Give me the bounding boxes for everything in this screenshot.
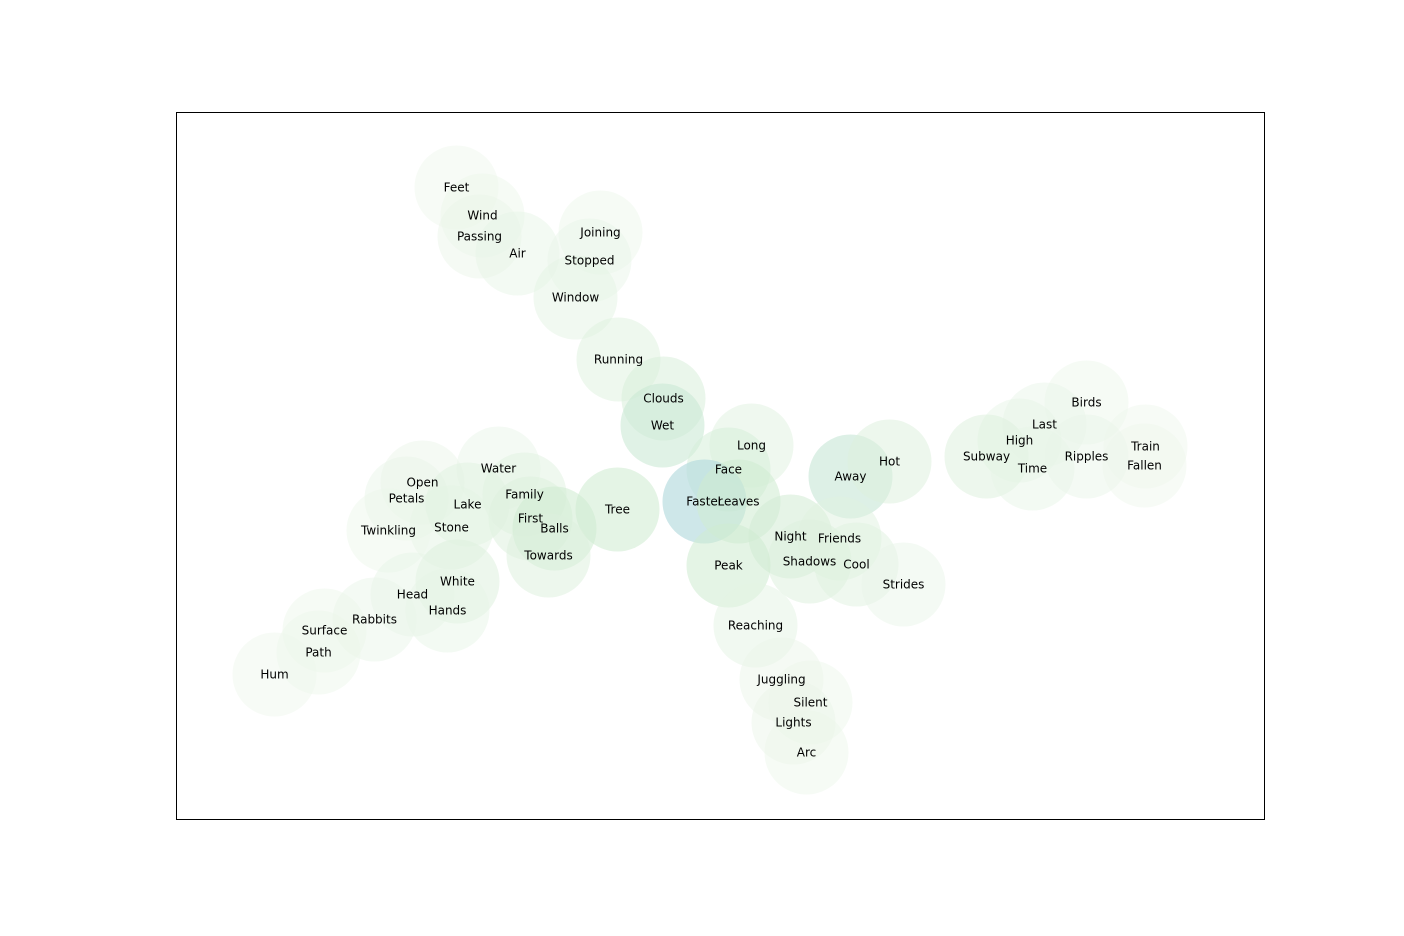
point-label-wind: Wind — [467, 209, 497, 223]
point-label-petals: Petals — [389, 492, 425, 506]
point-label-wet: Wet — [651, 419, 675, 433]
point-label-silent: Silent — [794, 696, 828, 710]
point-label-towards: Towards — [523, 549, 572, 563]
point-label-window: Window — [552, 291, 600, 305]
point-label-joining: Joining — [579, 226, 620, 240]
point-label-path: Path — [305, 646, 331, 660]
point-label-high: High — [1006, 434, 1034, 448]
point-label-away: Away — [835, 470, 867, 484]
point-label-head: Head — [397, 588, 428, 602]
point-label-passing: Passing — [457, 230, 502, 244]
points-layer — [232, 145, 1188, 795]
point-twinkling — [346, 488, 431, 573]
point-silent — [768, 660, 853, 745]
point-label-lights: Lights — [775, 716, 811, 730]
point-label-ripples: Ripples — [1065, 450, 1109, 464]
point-passing — [437, 194, 522, 279]
point-surface — [282, 588, 367, 673]
point-feet — [414, 145, 499, 230]
point-label-open: Open — [406, 476, 438, 490]
point-arc — [764, 710, 849, 795]
point-label-faster: Faster — [686, 495, 722, 509]
point-label-air: Air — [509, 247, 526, 261]
point-hum — [232, 632, 317, 717]
point-head — [370, 552, 455, 637]
point-label-running: Running — [594, 353, 643, 367]
point-train — [1103, 404, 1188, 489]
point-label-twinkling: Twinkling — [360, 524, 416, 538]
point-reaching — [713, 583, 798, 668]
point-label-hands: Hands — [429, 604, 467, 618]
point-label-first: First — [518, 512, 544, 526]
point-label-surface: Surface — [302, 624, 348, 638]
point-white — [415, 539, 500, 624]
point-label-balls: Balls — [540, 522, 569, 536]
point-hot — [847, 419, 932, 504]
point-time — [990, 426, 1075, 511]
point-label-feet: Feet — [444, 181, 470, 195]
point-label-last: Last — [1032, 418, 1057, 432]
point-joining — [558, 190, 643, 275]
point-label-juggling: Juggling — [756, 673, 805, 687]
point-label-subway: Subway — [963, 450, 1010, 464]
point-fallen — [1102, 423, 1187, 508]
point-label-family: Family — [505, 488, 544, 502]
point-label-tree: Tree — [604, 503, 630, 517]
point-label-stone: Stone — [434, 521, 469, 535]
point-rabbits — [332, 577, 417, 662]
point-label-face: Face — [715, 463, 742, 477]
point-label-peak: Peak — [714, 559, 743, 573]
point-path — [276, 610, 361, 695]
point-subway — [944, 414, 1029, 499]
point-wind — [440, 173, 525, 258]
point-window — [533, 255, 618, 340]
point-label-reaching: Reaching — [728, 619, 783, 633]
point-label-friends: Friends — [818, 532, 861, 546]
plot-frame — [176, 112, 1265, 820]
point-label-time: Time — [1017, 462, 1047, 476]
point-label-hum: Hum — [260, 668, 288, 682]
point-label-birds: Birds — [1071, 396, 1101, 410]
point-label-fallen: Fallen — [1127, 459, 1162, 473]
point-tree — [575, 467, 660, 552]
point-label-clouds: Clouds — [643, 392, 684, 406]
point-label-strides: Strides — [883, 578, 925, 592]
point-wet — [620, 383, 705, 468]
point-cool — [814, 522, 899, 607]
point-label-arc: Arc — [797, 746, 816, 760]
point-birds — [1044, 360, 1129, 445]
point-label-white: White — [440, 575, 475, 589]
point-strides — [861, 542, 946, 627]
point-label-rabbits: Rabbits — [352, 613, 397, 627]
point-label-stopped: Stopped — [565, 254, 615, 268]
point-label-hot: Hot — [879, 455, 900, 469]
point-lights — [751, 680, 836, 765]
point-label-night: Night — [774, 530, 807, 544]
point-label-lake: Lake — [454, 498, 482, 512]
point-towards — [506, 513, 591, 598]
point-hands — [405, 568, 490, 653]
point-label-leaves: Leaves — [718, 495, 760, 509]
point-ripples — [1044, 414, 1129, 499]
point-label-long: Long — [737, 439, 766, 453]
point-juggling — [739, 637, 824, 722]
point-label-cool: Cool — [843, 558, 869, 572]
point-label-shadows: Shadows — [783, 555, 837, 569]
point-label-train: Train — [1130, 440, 1160, 454]
point-label-water: Water — [481, 462, 517, 476]
point-air — [475, 211, 560, 296]
